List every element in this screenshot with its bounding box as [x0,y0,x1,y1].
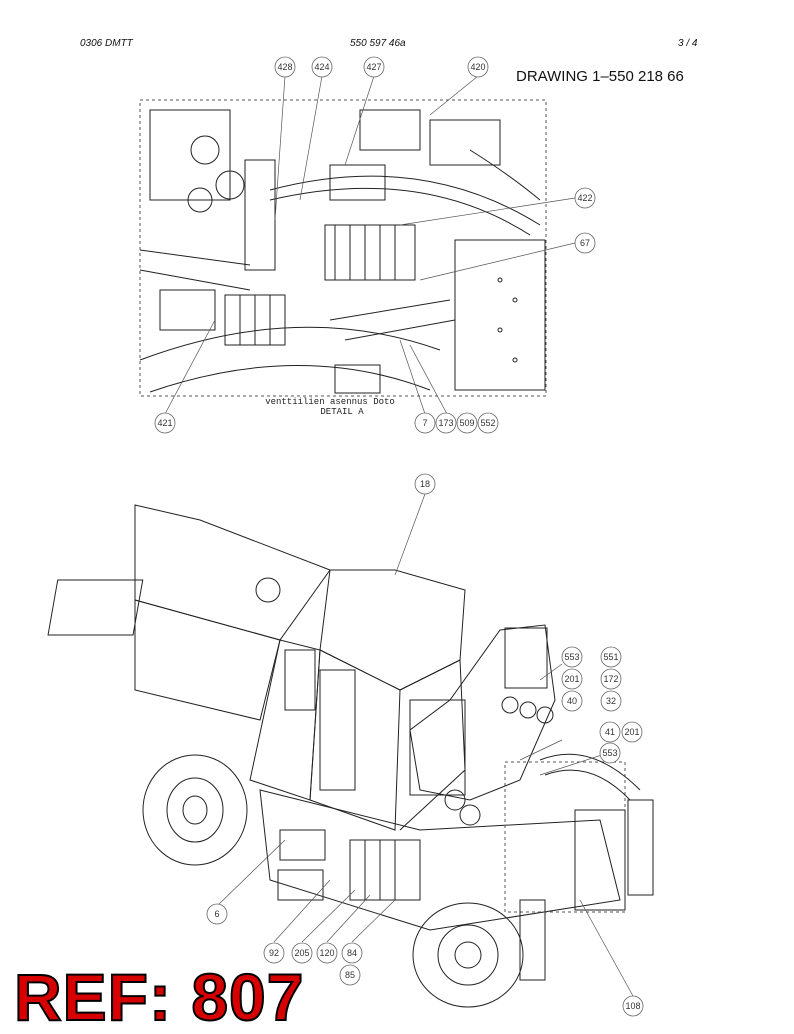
balloon-92: 92 [263,942,285,964]
page-current: 3 [678,38,684,49]
svg-text:120: 120 [319,948,334,958]
svg-text:18: 18 [420,479,430,489]
balloon-32: 32 [600,690,622,712]
svg-text:427: 427 [366,62,381,72]
machine-drawing [47,504,654,1008]
svg-text:205: 205 [294,948,309,958]
svg-text:553: 553 [602,748,617,758]
header-left-code: 0306 DMTT [80,38,133,49]
svg-text:172: 172 [603,674,618,684]
svg-text:84: 84 [347,948,357,958]
balloon-84: 84 [341,942,363,964]
balloon-41: 41 [599,721,621,743]
balloon-201-top: 201 [561,668,583,690]
balloon-6: 6 [206,903,228,925]
balloon-172: 172 [600,668,622,690]
balloon-173: 173 [435,412,457,434]
svg-text:509: 509 [459,418,474,428]
balloon-120: 120 [316,942,338,964]
header-page-indicator: 3 / 4 [678,38,697,49]
machine-leaders [216,493,634,997]
svg-text:552: 552 [480,418,495,428]
svg-text:551: 551 [603,652,618,662]
reference-stamp: REF: 807 [13,960,305,1034]
svg-text:421: 421 [157,418,172,428]
page-total: 4 [691,38,698,49]
balloon-553-bottom: 553 [599,742,621,764]
balloon-421: 421 [154,412,176,434]
balloon-420: 420 [467,56,489,78]
balloon-509: 509 [456,412,478,434]
svg-text:67: 67 [580,238,590,248]
svg-text:173: 173 [438,418,453,428]
svg-text:201: 201 [564,674,579,684]
balloon-67: 67 [574,232,596,254]
balloon-85: 85 [339,964,361,986]
balloon-428: 428 [274,56,296,78]
svg-text:424: 424 [314,62,329,72]
detail-caption-line2: DETAIL A [320,407,364,417]
svg-text:40: 40 [567,696,577,706]
svg-text:85: 85 [345,970,355,980]
balloon-18: 18 [414,473,436,495]
svg-text:420: 420 [470,62,485,72]
balloon-424: 424 [311,56,333,78]
balloon-427: 427 [363,56,385,78]
svg-text:553: 553 [564,652,579,662]
balloon-553-top: 553 [561,646,583,668]
svg-text:428: 428 [277,62,292,72]
balloon-205: 205 [291,942,313,964]
svg-text:7: 7 [422,418,427,428]
balloon-551: 551 [600,646,622,668]
detail-a-drawing [139,99,547,397]
svg-text:92: 92 [269,948,279,958]
balloon-201-bottom: 201 [621,721,643,743]
svg-text:6: 6 [214,909,219,919]
detail-caption-line1: venttiilien asennus Doto [265,397,395,407]
drawing-number: DRAWING 1–550 218 66 [516,68,684,85]
balloon-40: 40 [561,690,583,712]
svg-text:422: 422 [577,193,592,203]
page-separator: / [686,38,690,49]
balloon-552: 552 [477,412,499,434]
svg-text:41: 41 [605,727,615,737]
balloon-422: 422 [574,187,596,209]
balloon-108: 108 [622,995,644,1017]
detail-a-leaders [164,75,576,415]
svg-text:32: 32 [606,696,616,706]
balloon-7: 7 [414,412,436,434]
svg-text:108: 108 [625,1001,640,1011]
svg-text:201: 201 [624,727,639,737]
header-document-number: 550 597 46a [350,38,406,49]
